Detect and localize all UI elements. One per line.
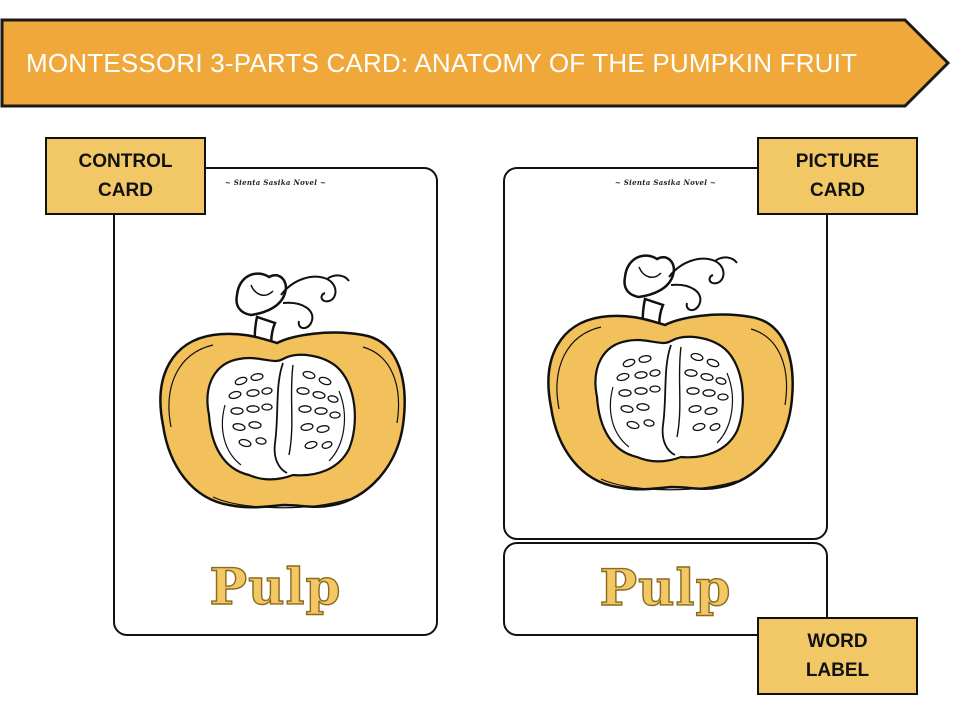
control-card: ~ Sienta Sasika Novel ~ Pulp (113, 167, 438, 636)
pumpkin-cross-section-illustration (547, 254, 794, 492)
picture-card: ~ Sienta Sasika Novel ~ (503, 167, 828, 540)
banner-title: MONTESSORI 3-PARTS CARD: ANATOMY OF THE … (26, 48, 858, 78)
word-label-tag-label: WORD LABEL (805, 631, 870, 681)
pumpkin-cross-section-illustration (159, 272, 406, 510)
title-banner: MONTESSORI 3-PARTS CARD: ANATOMY OF THE … (0, 18, 952, 108)
control-card-tag-label: CONTROL CARD (78, 151, 173, 201)
picture-card-credit: ~ Sienta Sasika Novel ~ (614, 178, 717, 187)
word-label-tag: WORD LABEL (757, 617, 918, 695)
picture-card-tag: PICTURE CARD (757, 137, 918, 215)
word-label-card-word: Pulp (599, 557, 732, 617)
picture-card-tag-label: PICTURE CARD (795, 151, 880, 201)
control-card-tag: CONTROL CARD (45, 137, 206, 215)
control-card-credit: ~ Sienta Sasika Novel ~ (224, 178, 327, 187)
banner-arrow-shape (0, 18, 951, 108)
control-card-word: Pulp (209, 556, 342, 616)
